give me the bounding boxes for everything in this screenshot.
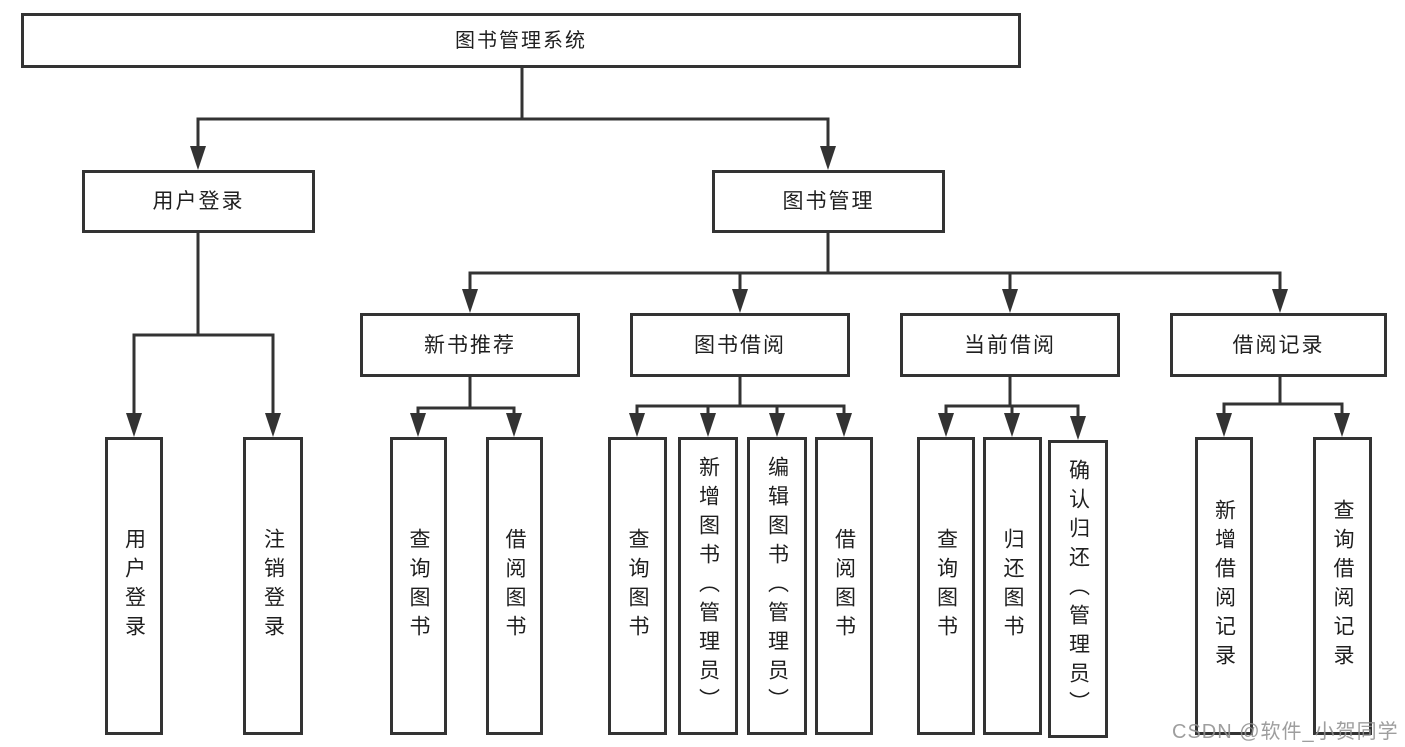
node-book-management-system: 图书管理系统 xyxy=(21,13,1021,68)
node-label: 查询图书 xyxy=(626,528,649,644)
leaf-query-borrow-record: 查询借阅记录 xyxy=(1313,437,1372,735)
arrowheads xyxy=(126,146,1350,440)
leaf-edit-books-admin: 编辑图书（管理员） xyxy=(747,437,807,735)
node-label: 注销登录 xyxy=(261,528,285,644)
node-current-borrow: 当前借阅 xyxy=(900,313,1120,377)
node-label: 查询图书 xyxy=(407,528,430,644)
leaf-query-books-recommend: 查询图书 xyxy=(390,437,447,735)
leaf-user-login: 用户登录 xyxy=(105,437,163,735)
leaf-return-books: 归还图书 xyxy=(983,437,1042,735)
node-book-management: 图书管理 xyxy=(712,170,945,233)
node-label: 新书推荐 xyxy=(424,333,516,357)
node-label: 编辑图书（管理员） xyxy=(765,455,789,717)
csdn-watermark: CSDN @软件_小贺同学 xyxy=(1172,721,1399,743)
node-label: 新增图书（管理员） xyxy=(696,455,720,717)
node-label: 图书管理 xyxy=(782,190,875,213)
node-label: 用户登录 xyxy=(122,528,146,644)
leaf-add-borrow-record: 新增借阅记录 xyxy=(1195,437,1253,735)
node-label: 查询借阅记录 xyxy=(1331,499,1354,673)
leaf-borrow-books-recommend: 借阅图书 xyxy=(486,437,543,735)
node-label: 确认归还（管理员） xyxy=(1066,458,1090,720)
leaf-confirm-return-admin: 确认归还（管理员） xyxy=(1048,440,1108,738)
node-book-borrow: 图书借阅 xyxy=(630,313,850,377)
node-label: 借阅图书 xyxy=(503,528,526,644)
node-label: 图书借阅 xyxy=(694,333,786,357)
node-user-login: 用户登录 xyxy=(82,170,315,233)
node-label: 借阅记录 xyxy=(1232,333,1325,357)
leaf-borrow-books: 借阅图书 xyxy=(815,437,873,735)
node-label: 归还图书 xyxy=(1001,528,1024,644)
node-borrow-records: 借阅记录 xyxy=(1170,313,1387,377)
node-label: 查询图书 xyxy=(934,528,958,644)
leaf-query-books-borrow: 查询图书 xyxy=(608,437,667,735)
node-label: 用户登录 xyxy=(152,190,245,213)
node-label: 新增借阅记录 xyxy=(1212,499,1236,673)
node-label: 图书管理系统 xyxy=(455,29,587,52)
node-label: 借阅图书 xyxy=(832,528,856,644)
node-new-book-recommend: 新书推荐 xyxy=(360,313,580,377)
leaf-query-books-current: 查询图书 xyxy=(917,437,975,735)
leaf-add-books-admin: 新增图书（管理员） xyxy=(678,437,738,735)
node-label: 当前借阅 xyxy=(964,333,1056,357)
leaf-logout: 注销登录 xyxy=(243,437,303,735)
